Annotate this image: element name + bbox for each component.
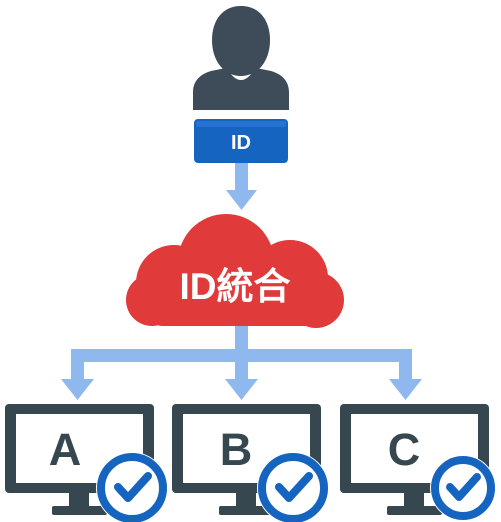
- check-circle-icon: [96, 452, 168, 522]
- id-badge: ID: [194, 119, 288, 163]
- branch-a-connector: [71, 349, 84, 381]
- arrowhead-b: [225, 379, 258, 400]
- hub-label: ID統合: [180, 266, 291, 307]
- arrow-to-hub: [226, 163, 257, 210]
- system-c-label: C: [388, 424, 421, 475]
- system-b-label: B: [220, 424, 253, 475]
- check-circle-icon: [257, 452, 329, 522]
- trunk-connector: [235, 326, 248, 356]
- distribution-arrows: [61, 326, 422, 400]
- arrowhead-a: [61, 379, 94, 400]
- system-a-label: A: [49, 424, 82, 475]
- user-icon: [193, 6, 289, 110]
- arrowhead-c: [389, 379, 422, 400]
- branch-c-connector: [399, 349, 412, 381]
- id-badge-label: ID: [231, 132, 251, 154]
- branch-b-connector: [235, 349, 248, 381]
- hub-cloud: ID統合: [126, 214, 344, 328]
- check-circle-icon: [430, 455, 496, 521]
